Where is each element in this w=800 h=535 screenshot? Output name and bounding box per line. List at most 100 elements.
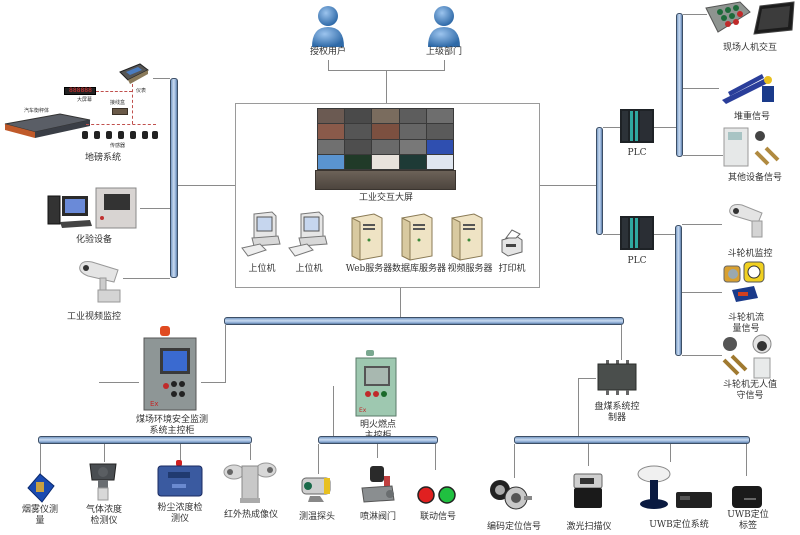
- user-icon: [312, 6, 344, 47]
- connector-line: [123, 278, 170, 279]
- scale-display: [64, 87, 96, 95]
- field-hmi-label: 现场人机交互: [722, 43, 777, 53]
- server-label: 视频服务器: [447, 264, 493, 274]
- temperature-probe-icon: [301, 477, 331, 502]
- connector-line: [588, 444, 589, 466]
- connector-line: [180, 444, 181, 460]
- dust-detector-icon: [157, 460, 203, 497]
- connector-line: [578, 378, 596, 379]
- connector-line: [140, 208, 170, 209]
- workstation-label: 上位机: [295, 264, 323, 274]
- connector-line: [654, 127, 676, 128]
- explosion-proof-cabinet-icon: Ex: [143, 326, 197, 411]
- connector-line: [250, 444, 251, 460]
- server-icon: [451, 213, 483, 261]
- encoder-label: 编码定位信号: [486, 522, 541, 532]
- junction-controller-icon: [597, 360, 637, 395]
- workstation-icon: [288, 211, 328, 257]
- bucket-wheel-unmanned-label: 斗轮机无人值守信号: [722, 380, 777, 401]
- bottom-bus-environment: [38, 436, 252, 444]
- other-equipment-label: 其他设备信号: [727, 173, 782, 183]
- video-wall-cabinet: [315, 170, 456, 190]
- connector-line: [377, 444, 378, 458]
- fire-control-cabinet-icon: Ex: [355, 350, 397, 417]
- printer-icon: [501, 229, 523, 257]
- connector-line: [621, 325, 622, 360]
- encoder-icon: [490, 480, 532, 510]
- video-wall-screens: [317, 108, 454, 170]
- workstation-icon: [241, 211, 281, 257]
- connector-line: [682, 292, 722, 293]
- connector-line: [400, 288, 401, 318]
- connector-line: [603, 127, 620, 128]
- control-panel-icon: [705, 1, 795, 35]
- flow-sensor-icon: [723, 261, 765, 302]
- scale-terminal-icon: [119, 63, 149, 84]
- gps-antenna-icon: [637, 465, 712, 509]
- connector-line: [603, 234, 620, 235]
- connector-line: [444, 60, 445, 70]
- thermal-camera-icon: [223, 462, 277, 503]
- lab-equipment-icon: [47, 187, 137, 229]
- connector-line: [435, 444, 436, 470]
- connector-line: [386, 70, 387, 103]
- connector-line: [201, 382, 226, 383]
- uwb-system-label: UWB定位系统: [649, 520, 709, 530]
- connector-line: [670, 444, 671, 462]
- cctv-camera-icon: [79, 261, 121, 303]
- connector-line: [333, 386, 334, 437]
- connector-line: [514, 444, 515, 478]
- spray-valve-label: 喷淋阀门: [359, 512, 396, 522]
- dashed-link: [132, 84, 133, 124]
- coal-inventory-label: 盘煤系统控制器: [594, 402, 640, 423]
- bottom-bus-coal: [514, 436, 750, 444]
- gas-detector-label: 气体浓度检测仪: [85, 505, 122, 526]
- connector-line: [318, 444, 319, 474]
- user-icon: [428, 6, 460, 47]
- temperature-probe-label: 测温探头: [298, 512, 335, 522]
- user-label: 上级部门: [425, 47, 462, 57]
- spray-valve-icon: [361, 466, 395, 503]
- server-label: 数据库服务器: [392, 264, 447, 274]
- cctv-camera-icon: [729, 204, 763, 238]
- plc-icon: [620, 109, 654, 143]
- scale-platform-label: 汽车衡秤体: [24, 108, 50, 114]
- connector-line: [540, 185, 596, 186]
- connector-line: [682, 355, 722, 356]
- connector-line: [225, 325, 226, 382]
- dashed-link: [86, 124, 156, 125]
- left-vertical-bus: [170, 78, 178, 278]
- bottom-bus-fire: [318, 436, 438, 444]
- svg-text:Ex: Ex: [150, 400, 159, 408]
- connector-line: [683, 155, 723, 156]
- scale-junction-label: 接线盒: [110, 100, 126, 106]
- connector-line: [654, 234, 675, 235]
- server-label: Web服务器: [345, 264, 393, 274]
- inverter-sensor-icon: [723, 127, 780, 167]
- laser-scanner-icon: [573, 473, 603, 508]
- unmanned-signal-icon: [722, 334, 772, 379]
- server-icon: [351, 213, 383, 261]
- connector-line: [40, 444, 41, 474]
- uwb-tag-label: UWB定位标签: [727, 510, 769, 531]
- connector-line: [746, 444, 747, 476]
- conveyor-scale-icon: [722, 74, 774, 104]
- smoke-detector-icon: [27, 473, 55, 503]
- gas-detector-icon: [89, 463, 117, 501]
- linkage-signal-label: 联动信号: [419, 512, 456, 522]
- connector-line: [153, 78, 170, 79]
- dust-detector-label: 粉尘浓度检测仪: [157, 503, 203, 524]
- lab-equipment-label: 化验设备: [75, 235, 112, 245]
- video-wall-label: 工业交互大屏: [358, 193, 413, 203]
- scale-terminal-label: 仪表: [136, 88, 147, 94]
- scale-platform-icon: [4, 113, 91, 138]
- industrial-cctv-label: 工业视频监控: [66, 312, 121, 322]
- truck-scale-label: 地磅系统: [84, 153, 121, 163]
- connector-line: [578, 378, 579, 436]
- uwb-tag-icon: [732, 486, 762, 508]
- svg-text:Ex: Ex: [359, 407, 367, 414]
- printer-label: 打印机: [498, 264, 526, 274]
- connector-line: [682, 224, 722, 225]
- plc2-vertical-bus: [675, 225, 682, 356]
- bucket-wheel-monitoring-label: 斗轮机监控: [727, 249, 773, 259]
